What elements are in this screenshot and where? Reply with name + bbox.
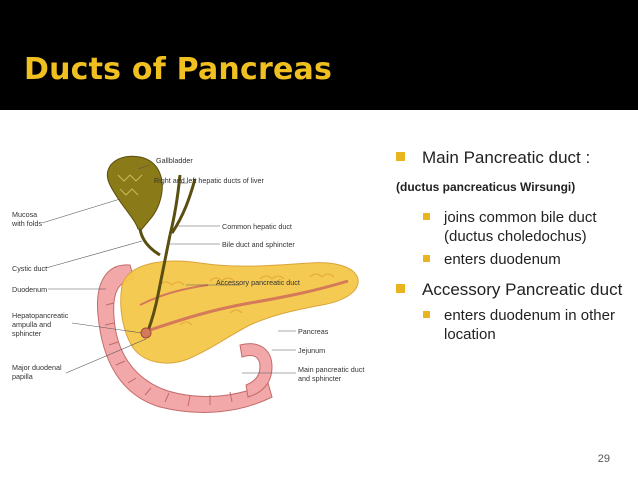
sub-bullet-square-icon [423, 311, 430, 318]
label-main-duct-2: and sphincter [298, 374, 342, 383]
leader-lines [41, 164, 296, 374]
pancreas-diagram: Gallbladder Right and left hepatic ducts… [10, 145, 380, 445]
label-pancreas: Pancreas [298, 327, 329, 336]
duodenum-shape [96, 264, 273, 413]
sub-bullet-other-location: enters duodenum in other location [392, 306, 628, 344]
gallbladder-mucosa [117, 174, 143, 196]
bullet-square-icon [396, 152, 405, 161]
label-papilla-1: Major duodenal [12, 363, 62, 372]
sub-bullet-joins-bile-duct: joins common bile duct (ductus choledoch… [392, 208, 628, 246]
accessory-pancreatic-duct [139, 284, 209, 306]
label-hepatic-ducts-1: Right and left hepatic ducts of liver [154, 176, 264, 185]
label-gallbladder: Gallbladder [156, 156, 193, 165]
label-common-hepatic: Common hepatic duct [222, 222, 292, 231]
label-duodenum: Duodenum [12, 285, 47, 294]
bullet-accessory-duct-text: Accessory Pancreatic duct [422, 280, 623, 299]
bullet-square-icon [396, 284, 405, 293]
pancreas-illustration: Gallbladder Right and left hepatic ducts… [11, 155, 364, 413]
jejunum-shape [239, 343, 273, 398]
label-jejunum: Jejunum [298, 346, 325, 355]
sub-bullet-text: enters duodenum [444, 251, 561, 268]
label-hepato-2: ampulla and [12, 320, 51, 329]
title-bar [0, 34, 638, 110]
label-bile-duct: Bile duct and sphincter [222, 240, 295, 249]
top-band [0, 0, 638, 34]
label-hepato-3: sphincter [12, 329, 42, 338]
cystic-duct [138, 228, 161, 257]
bullet-main-duct-text: Main Pancreatic duct : [422, 148, 591, 167]
hepatic-ducts [168, 174, 197, 236]
bullet-accessory-duct: Accessory Pancreatic duct [392, 279, 628, 300]
main-duct-latin-name: (ductus pancreaticus Wirsungi) [396, 180, 576, 194]
label-mucosa-1: Mucosa [12, 210, 37, 219]
bullet-main-duct: Main Pancreatic duct : [392, 147, 628, 168]
sub-bullet-text: enters duodenum in other location [444, 307, 615, 343]
label-cystic: Cystic duct [12, 264, 47, 273]
gallbladder-shape [106, 155, 163, 230]
duodenum-folds [104, 302, 253, 407]
ampulla-shape [140, 327, 152, 339]
sub-bullet-square-icon [423, 255, 430, 262]
sub-bullet-enters-duodenum: enters duodenum [392, 250, 628, 269]
label-main-duct-1: Main pancreatic duct [298, 365, 364, 374]
label-mucosa-2: with folds [11, 219, 42, 228]
label-accessory: Accessory pancreatic duct [216, 278, 300, 287]
sub-bullet-square-icon [423, 213, 430, 220]
pancreas-texture [159, 273, 335, 326]
main-pancreatic-duct [149, 279, 349, 332]
pancreas-shape [120, 260, 359, 364]
label-hepato-1: Hepatopancreatic [12, 311, 69, 320]
sub-bullet-text: joins common bile duct (ductus choledoch… [444, 209, 597, 245]
common-bile-duct [146, 234, 172, 332]
label-papilla-2: papilla [12, 372, 33, 381]
slide-number: 29 [597, 453, 610, 465]
bullet-list: Main Pancreatic duct : (ductus pancreati… [392, 147, 628, 348]
slide-title: Ducts of Pancreas [24, 52, 332, 87]
